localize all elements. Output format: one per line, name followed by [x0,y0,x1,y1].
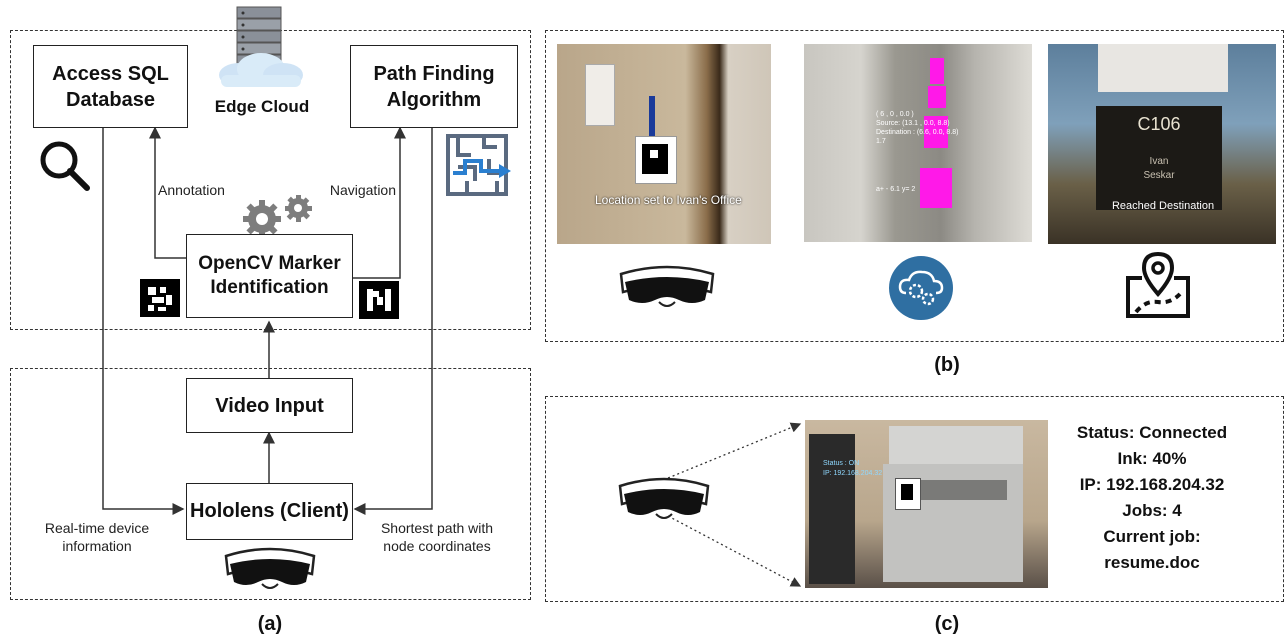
caption-c: (c) [934,613,960,635]
realtime-device-label: Real-time device information [44,520,150,554]
photo1-overlay-text: Location set to Ivan's Office [595,193,742,207]
maze-icon [445,133,515,198]
caption-b: (b) [934,354,960,376]
photo2-angle-line: a+ - 6.1 y= 2 [876,186,916,193]
photo2-source-line: Source: (13.1 , 0.0, 8.8) [876,120,950,127]
caption-a: (a) [257,613,283,635]
access-sql-label: Access SQL Database [52,62,169,111]
opencv-marker-box: OpenCV Marker Identification [186,234,353,318]
hololens-label: Hololens (Client) [190,500,349,522]
ar-photo-hallway-path: ( 6 , 0 , 0.0 ) Source: (13.1 , 0.0, 8.8… [804,44,1032,242]
ar-photo-printer: Status : ON IP: 192.168.204.32 [805,420,1048,588]
printer-status-panel: Status: Connected Ink: 40% IP: 192.168.2… [1064,420,1240,576]
path-finding-label: Path Finding Algorithm [373,62,495,111]
ar-photo-reached-destination: C106 Ivan Seskar Reached Destination [1048,44,1276,244]
hololens-client-box: Hololens (Client) [186,483,353,540]
map-pin-icon [1122,250,1194,322]
gears-icon [240,192,320,237]
server-cloud-icon [215,5,305,90]
photo3-room-number: C106 [1137,114,1181,134]
printer-overlay-status: Status : ON [823,460,860,467]
edge-cloud-label: Edge Cloud [214,97,310,116]
hololens-headset-icon [616,474,712,524]
aruco-marker-icon [359,281,399,319]
ink-level: Ink: 40% [1117,449,1187,468]
status-connected: Status: Connected [1076,423,1228,442]
current-job-label: Current job: [1103,527,1201,546]
opencv-label: OpenCV Marker Identification [198,253,341,298]
aruco-marker-icon [140,279,180,317]
ar-photo-location-set: Location set to Ivan's Office [557,44,771,244]
navigation-label: Navigation [329,182,396,198]
annotation-label: Annotation [158,182,225,198]
photo3-name-first: Ivan [1149,156,1169,167]
jobs-count: Jobs: 4 [1122,501,1182,520]
search-icon [37,138,92,193]
panel-a-client-region [10,368,531,600]
shortest-path-label: Shortest path with node coordinates [380,520,494,554]
video-input-box: Video Input [186,378,353,433]
printer-overlay-ip: IP: 192.168.204.32 [823,470,883,477]
hololens-headset-icon [222,544,318,594]
path-finding-algorithm-box: Path Finding Algorithm [350,45,518,128]
printer-ip: IP: 192.168.204.32 [1079,475,1225,494]
video-input-label: Video Input [215,394,324,417]
cloud-gear-icon [888,255,954,321]
photo2-destination-line: Destination : (6.6, 0.0, 8.8) [876,129,959,136]
current-job-name: resume.doc [1104,553,1200,572]
photo3-name-last: Seskar [1143,170,1175,181]
access-sql-database-box: Access SQL Database [33,45,188,128]
photo2-coord-line: ( 6 , 0 , 0.0 ) [876,111,914,118]
hololens-headset-icon [617,262,717,314]
photo2-distance-line: 1.7 [876,138,886,145]
photo3-overlay-text: Reached Destination [1111,200,1215,212]
